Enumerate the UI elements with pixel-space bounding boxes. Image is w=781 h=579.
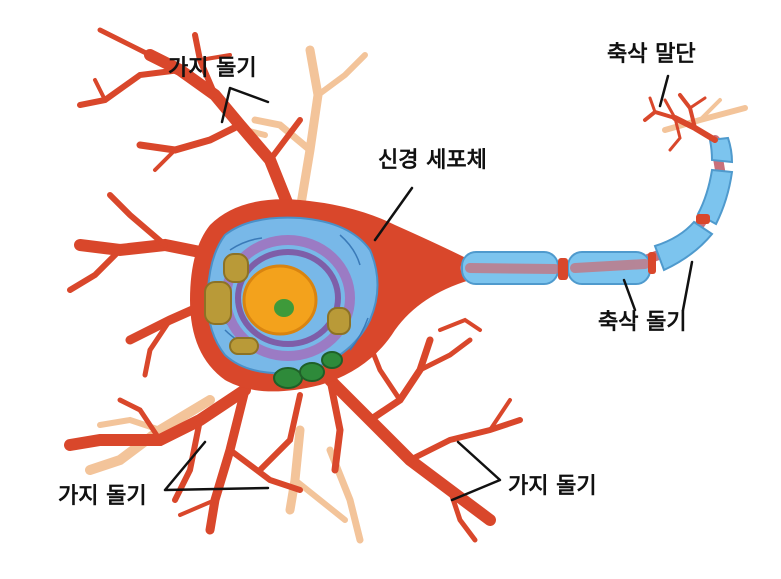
- green-vesicles: [273, 351, 343, 389]
- label-dendrite-bottom-left: 가지 돌기: [58, 484, 147, 509]
- nodes-of-ranvier: [558, 214, 710, 280]
- red-dendrites: [64, 27, 523, 543]
- label-dendrite-top: 가지 돌기: [168, 56, 257, 81]
- label-axon: 축삭 돌기: [598, 310, 687, 335]
- leader-lines: [163, 74, 694, 502]
- label-axon-terminal: 축삭 말단: [607, 42, 696, 67]
- mitochondria: [204, 253, 351, 355]
- label-cell-body: 신경 세포체: [378, 148, 487, 173]
- label-dendrite-bottom-right: 가지 돌기: [508, 474, 597, 499]
- nucleolus: [274, 299, 294, 317]
- axon-terminal-branches: [643, 93, 718, 152]
- axon-inner-line: [465, 259, 650, 274]
